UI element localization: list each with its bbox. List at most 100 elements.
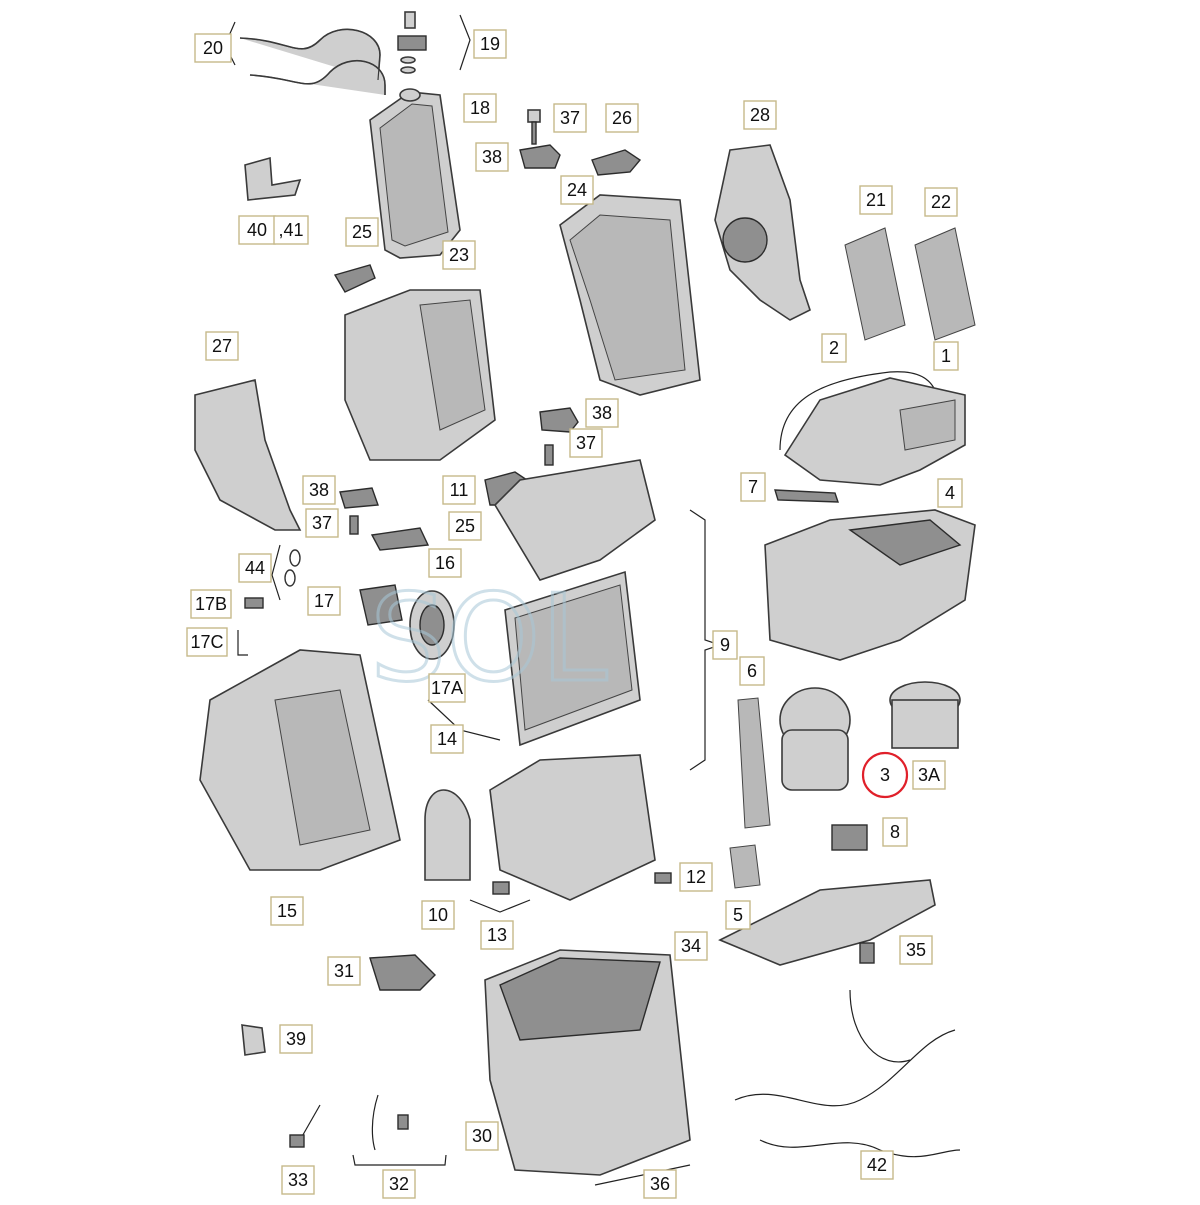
callout-box [899,935,933,965]
housing-part-1 [783,377,966,486]
strip-part-6 [737,697,771,829]
callout-30: 30 [465,1121,499,1151]
callout-label: 37 [312,513,332,533]
cap-part-39 [241,1024,266,1056]
callout-box [560,175,594,205]
callout-box [428,673,466,703]
callout-box [674,931,708,961]
callout-box [465,1121,499,1151]
callout-box [933,341,959,371]
callout-25a: 25 [345,217,379,247]
callout-label: 17A [431,678,463,698]
housing-part-23 [344,289,496,461]
callout-13: 13 [480,920,514,950]
bracket-part-38 [519,144,561,169]
bracket-part-31 [369,954,436,991]
harness-part-42 [734,989,961,1158]
callout-box [712,630,738,660]
callout-label: 14 [437,729,457,749]
callout-26: 26 [605,103,639,133]
callout-39: 39 [279,1024,313,1054]
callout-box [679,862,713,892]
callout-17b: 17B [190,589,232,619]
callout-label: ,41 [278,220,303,240]
callout-label: 3A [918,765,940,785]
callout-box [480,920,514,950]
bracket-part-38c [339,487,379,509]
callout-15: 15 [270,896,304,926]
highlight-circle [861,751,909,799]
callout-label: 16 [435,553,455,573]
callout-box [186,627,228,657]
valve-part-16 [409,590,455,660]
callout-label: 19 [480,34,500,54]
callout-box [442,475,476,505]
callout-box [428,548,462,578]
panel-part-34 [718,879,936,966]
callout-11: 11 [442,475,476,505]
callout-label: 2 [829,338,839,358]
strip-part-36 [594,1164,691,1186]
callout-38a: 38 [475,142,509,172]
callout-5: 5 [725,900,751,930]
callout-box [739,656,765,686]
callout-35: 35 [899,935,933,965]
resistor-part-8 [831,824,868,851]
bracket-part-25a [333,264,376,293]
callout-9: 9 [712,630,738,660]
callout-label: 26 [612,108,632,128]
callout-40: 40 [238,215,276,245]
heater-core-part-18 [369,88,461,259]
callout-37c: 37 [305,508,339,538]
callout-label: 6 [747,661,757,681]
callout-28: 28 [743,100,777,130]
clip-part-17c [237,630,248,656]
callout-44: 44 [238,553,272,583]
callout-box [238,553,272,583]
callout-17a: 17A [428,673,466,703]
blower-part-3 [779,687,851,791]
clip-part-35 [859,942,875,964]
callout-37a: 37 [553,103,587,133]
callout-label: 23 [449,245,469,265]
callout-label: 33 [288,1170,308,1190]
callout-label: 24 [567,180,587,200]
callout-label: 17B [195,594,227,614]
callout-box [585,398,619,428]
callout-box [860,1150,894,1180]
clip-part-13 [492,881,510,895]
callout-label: 40 [247,220,267,240]
callout-box [725,900,751,930]
callout-label: 8 [890,822,900,842]
callout-label: 44 [245,558,265,578]
callout-label: 28 [750,105,770,125]
bar-part-7 [774,489,839,503]
callout-27: 27 [205,331,239,361]
callout-label: 11 [450,480,469,500]
callout-box [281,1165,315,1195]
callout-label: 5 [733,905,743,925]
callout-3: 3 [880,765,890,785]
callout-23: 23 [442,240,476,270]
callout-label: 34 [681,936,701,956]
evaporator-part-9 [489,459,656,901]
callout-box [912,760,946,790]
callout-label: 36 [650,1174,670,1194]
callout-label: 17C [190,632,223,652]
callout-label: 3 [880,765,890,785]
callout-box [569,428,603,458]
callout-label: 38 [482,147,502,167]
callout-34: 34 [674,931,708,961]
callout-box [605,103,639,133]
filter-part-22 [914,227,976,341]
callout-box [421,900,455,930]
callout-label: 32 [389,1174,409,1194]
callout-7: 7 [740,472,766,502]
housing-part-4 [764,509,976,661]
sensor-part-33 [289,1104,321,1148]
callout-label: 10 [428,905,448,925]
callout-label: 21 [866,190,886,210]
